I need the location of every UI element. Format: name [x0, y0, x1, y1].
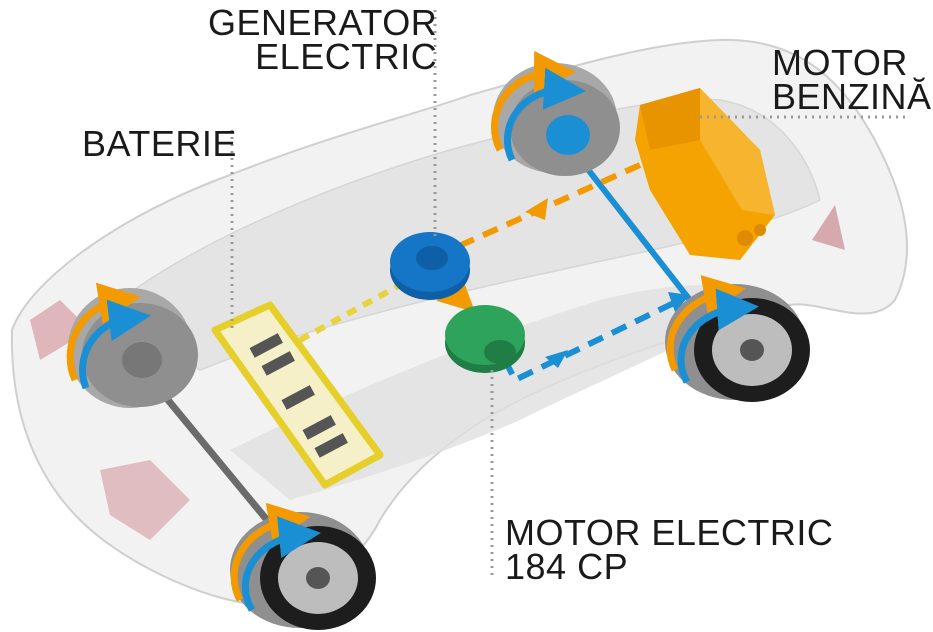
- wheel-front-right: [665, 275, 810, 402]
- generator-label-line2: ELECTRIC: [255, 36, 438, 77]
- petrol-engine-label: MOTOR BENZINĂ: [772, 42, 932, 117]
- electric-motor-label-line1: MOTOR ELECTRIC: [505, 512, 834, 553]
- leader-lines: [230, 10, 910, 580]
- battery-link: [298, 282, 402, 343]
- electric-motor-gear: [445, 305, 525, 373]
- generator-label-line1: GENERATOR: [208, 2, 438, 43]
- generator-gear: [390, 232, 470, 300]
- battery-pack: [211, 301, 384, 489]
- electric-motor-label: MOTOR ELECTRIC 184 CP: [505, 512, 834, 587]
- electric-motor-label-line2: 184 CP: [505, 546, 629, 587]
- petrol-engine-block: [635, 88, 775, 260]
- petrol-engine-label-line1: MOTOR: [772, 42, 908, 83]
- petrol-engine-label-line2: BENZINĂ: [772, 76, 932, 117]
- generator-label: GENERATOR ELECTRIC: [208, 2, 438, 77]
- wheel-front-left: [491, 50, 620, 176]
- wheel-rear-left: [66, 282, 198, 408]
- battery-label: BATERIE: [82, 123, 237, 164]
- wheel-rear-right: [230, 502, 376, 630]
- battery-label-text: BATERIE: [82, 123, 237, 164]
